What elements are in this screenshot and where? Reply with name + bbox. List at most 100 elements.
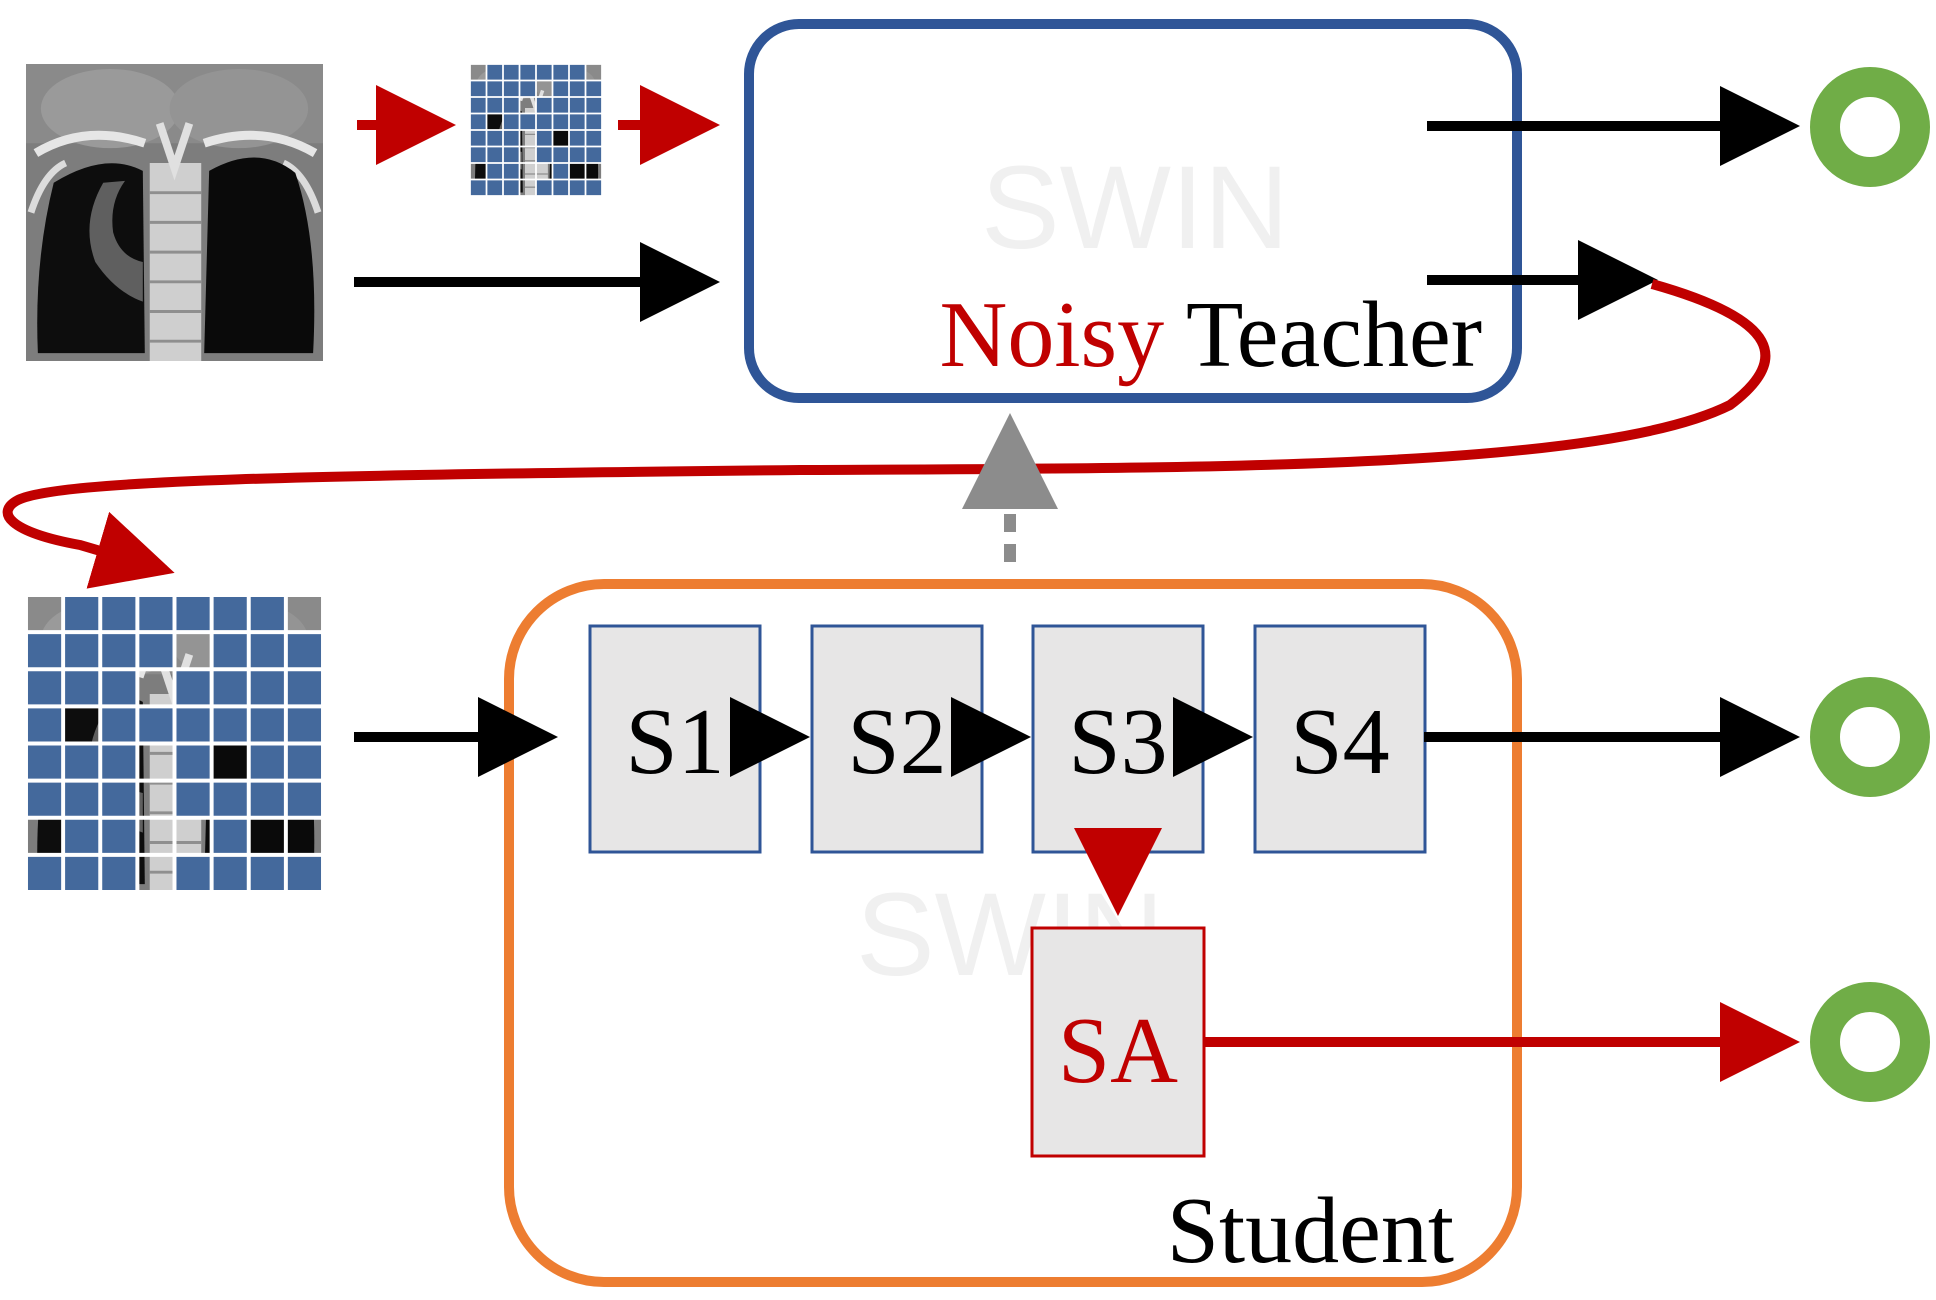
masked-ct-thumbnail xyxy=(469,63,603,197)
mask-patch xyxy=(100,817,138,855)
mask-patch xyxy=(211,595,249,633)
mask-patch xyxy=(137,706,175,744)
mask-patch xyxy=(552,179,569,196)
mask-patch xyxy=(285,854,323,892)
teacher-watermark: SWIN xyxy=(981,142,1289,274)
mask-patch xyxy=(503,113,520,130)
mask-patch xyxy=(470,113,487,130)
mask-patch xyxy=(248,669,286,707)
mask-patch xyxy=(100,595,138,633)
masked-ct-image xyxy=(24,593,325,894)
mask-patch xyxy=(285,706,323,744)
mask-patch xyxy=(174,706,212,744)
mask-patch xyxy=(137,632,175,670)
student-label: Student xyxy=(1167,1179,1454,1283)
teacher-box xyxy=(744,19,1522,403)
sa-box xyxy=(1030,926,1206,1158)
mask-patch xyxy=(174,854,212,892)
mask-patch xyxy=(248,632,286,670)
mask-patch xyxy=(569,97,586,114)
mask-patch xyxy=(585,179,602,196)
mask-patch xyxy=(585,80,602,97)
stage-label-s1: S1 xyxy=(625,690,724,794)
mask-patch xyxy=(100,706,138,744)
mask-patch xyxy=(536,130,553,147)
mask-patch xyxy=(470,97,487,114)
mask-patch xyxy=(569,113,586,130)
mask-patch xyxy=(26,706,64,744)
mask-patch xyxy=(470,179,487,196)
mask-patch xyxy=(63,595,101,633)
mask-patch xyxy=(26,743,64,781)
mask-patch xyxy=(63,854,101,892)
mask-patch xyxy=(503,80,520,97)
mask-patch xyxy=(63,780,101,818)
mask-patch xyxy=(536,97,553,114)
mask-patch xyxy=(26,780,64,818)
mask-patch xyxy=(100,632,138,670)
mask-patch xyxy=(569,80,586,97)
stage-box-s4 xyxy=(1253,624,1427,854)
mask-patch xyxy=(519,64,536,81)
output-ring-icon xyxy=(1810,982,1930,1102)
mask-patch xyxy=(536,64,553,81)
mask-patch xyxy=(470,80,487,97)
mask-patch xyxy=(26,669,64,707)
mask-patch xyxy=(174,669,212,707)
mask-patch xyxy=(503,130,520,147)
mask-patch xyxy=(174,743,212,781)
input-ct-image xyxy=(26,64,323,361)
mask-patch xyxy=(486,64,503,81)
mask-patch xyxy=(26,854,64,892)
output-ring-icon xyxy=(1810,67,1930,1102)
mask-patch xyxy=(503,97,520,114)
mask-patch xyxy=(503,146,520,163)
mask-patch xyxy=(248,743,286,781)
mask-patch xyxy=(248,706,286,744)
mask-patch xyxy=(63,743,101,781)
mask-patch xyxy=(211,817,249,855)
mask-patch xyxy=(486,163,503,180)
teacher-label-noisy: Noisy xyxy=(940,283,1165,387)
mask-patch xyxy=(552,97,569,114)
mask-patch xyxy=(486,179,503,196)
mask-patch xyxy=(285,743,323,781)
mask-patch xyxy=(585,130,602,147)
mask-patch xyxy=(519,80,536,97)
mask-patch xyxy=(211,854,249,892)
mask-patch xyxy=(285,669,323,707)
teacher-label-teacher: Teacher xyxy=(1186,283,1482,387)
mask-patch xyxy=(470,130,487,147)
mask-patch xyxy=(552,80,569,97)
mask-patch xyxy=(211,706,249,744)
mask-patch xyxy=(552,163,569,180)
mask-patch xyxy=(552,113,569,130)
mask-patch xyxy=(536,146,553,163)
mask-patch xyxy=(248,854,286,892)
mask-patch xyxy=(503,163,520,180)
mask-patch xyxy=(470,146,487,163)
red-feedback-curve xyxy=(2,279,1771,589)
mask-patch xyxy=(63,669,101,707)
mask-patch xyxy=(569,64,586,81)
teacher-label: Noisy Teacher xyxy=(940,283,1482,387)
mask-patch xyxy=(552,64,569,81)
mask-patch xyxy=(63,632,101,670)
mask-patch xyxy=(285,632,323,670)
mask-patch xyxy=(536,179,553,196)
mask-patch xyxy=(585,97,602,114)
mask-patch xyxy=(248,780,286,818)
output-ring-icon xyxy=(1810,677,1930,797)
mask-patch xyxy=(519,113,536,130)
mask-patch xyxy=(100,780,138,818)
mask-patch xyxy=(503,64,520,81)
mask-patch xyxy=(100,669,138,707)
mask-patch xyxy=(100,854,138,892)
mask-patch xyxy=(63,817,101,855)
mask-patch xyxy=(585,113,602,130)
output-ring-icon xyxy=(1810,67,1930,187)
sa-block: SA xyxy=(1030,926,1206,1158)
mask-patch xyxy=(486,97,503,114)
